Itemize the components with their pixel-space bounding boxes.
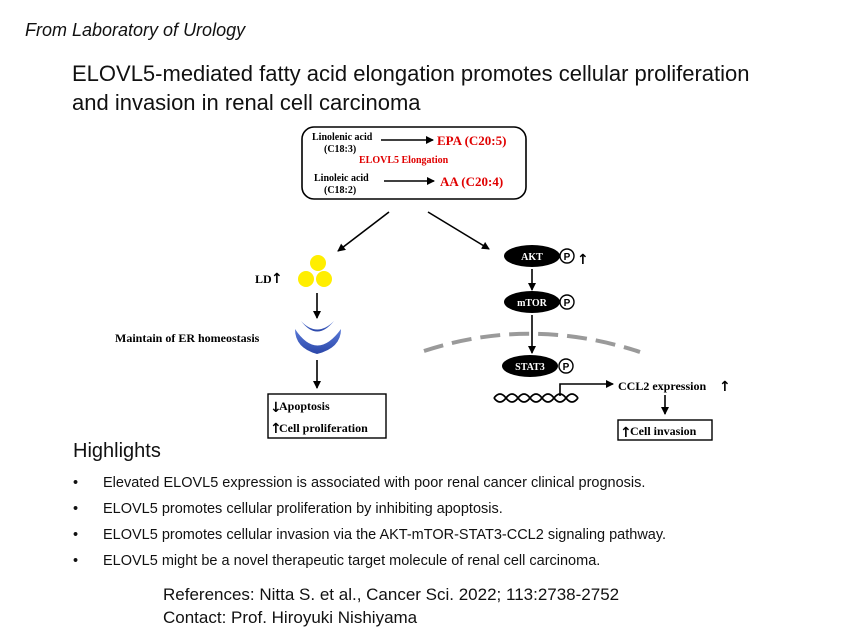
stat3-node — [502, 355, 558, 377]
invasion-box — [617, 419, 713, 441]
stat3-phospho-label: P — [563, 362, 570, 373]
cell-invasion-label: Cell invasion — [630, 424, 697, 438]
dna-strand-2 — [493, 393, 579, 403]
linoleic-acid-label: Linoleic acid — [314, 173, 369, 184]
aa-label: AA (C20:4) — [440, 174, 503, 189]
stat3-phospho — [558, 358, 574, 374]
highlights-list: •Elevated ELOVL5 expression is associate… — [70, 471, 666, 575]
elongation-box — [301, 126, 527, 200]
akt-up-arrow-icon: ↑ — [577, 252, 589, 268]
akt-phospho — [559, 248, 575, 264]
arrow-to-lipid-droplets — [337, 211, 390, 252]
lab-name: From Laboratory of Urology — [25, 20, 246, 40]
contact-line: Contact: Prof. Hiroyuki Nishiyama — [163, 608, 418, 627]
list-item: •ELOVL5 might be a novel therapeutic tar… — [70, 549, 666, 575]
mtor-node — [504, 291, 560, 313]
page-title: ELOVL5-mediated fatty acid elongation pr… — [72, 59, 750, 117]
linolenic-acid-formula: (C18:3) — [324, 144, 356, 155]
elovl5-elongation-label: ELOVL5 Elongation — [359, 155, 449, 166]
akt-node — [504, 245, 560, 267]
arrow-to-akt — [427, 211, 490, 250]
highlights-heading: Highlights — [73, 440, 161, 462]
apoptosis-label: Apoptosis — [279, 399, 330, 413]
lipid-droplet-2 — [298, 271, 314, 287]
mtor-phospho-label: P — [564, 298, 571, 309]
pathway-diagram: Linolenic acid (C18:3) EPA (C20:5) ELOVL… — [115, 126, 731, 441]
cell-proliferation-label: Cell proliferation — [279, 421, 368, 435]
arrow-to-ccl2 — [559, 380, 614, 396]
references: References: Nitta S. et al., Cancer Sci.… — [163, 583, 619, 629]
stat3-label: STAT3 — [515, 362, 545, 373]
ccl2-up-arrow-icon: ↑ — [719, 379, 731, 395]
invasion-up-arrow-icon: ↑ — [620, 425, 632, 441]
epa-label: EPA (C20:5) — [437, 133, 506, 148]
outcome-box — [267, 393, 387, 439]
list-item: •ELOVL5 promotes cellular invasion via t… — [70, 523, 666, 549]
up-arrow-icon: ↑ — [270, 421, 282, 437]
mtor-phospho — [559, 294, 575, 310]
title-line-2: and invasion in renal cell carcinoma — [72, 90, 421, 115]
ld-label: LD — [255, 272, 272, 286]
bullet-icon: • — [73, 553, 79, 569]
bullet-icon: • — [73, 501, 79, 517]
lipid-droplet-3 — [316, 271, 332, 287]
akt-phospho-label: P — [564, 252, 571, 263]
lipid-droplet-1 — [310, 255, 326, 271]
er-icon-lower — [295, 329, 341, 354]
er-icon-upper — [301, 321, 334, 332]
list-item: •Elevated ELOVL5 expression is associate… — [70, 471, 666, 497]
dna-strand-1 — [493, 393, 579, 403]
down-arrow-icon: ↓ — [270, 400, 282, 416]
ld-up-arrow-icon: ↑ — [271, 271, 283, 287]
linolenic-acid-label: Linolenic acid — [312, 132, 373, 143]
ccl2-label: CCL2 expression — [618, 379, 706, 393]
reference-citation: References: Nitta S. et al., Cancer Sci.… — [163, 585, 620, 604]
nuclear-membrane — [423, 331, 641, 354]
akt-label: AKT — [521, 252, 543, 263]
er-homeostasis-label: Maintain of ER homeostasis — [115, 331, 260, 345]
list-item: •ELOVL5 promotes cellular proliferation … — [70, 497, 666, 523]
title-line-1: ELOVL5-mediated fatty acid elongation pr… — [72, 61, 750, 86]
mtor-label: mTOR — [517, 298, 548, 309]
linoleic-acid-formula: (C18:2) — [324, 185, 356, 196]
bullet-icon: • — [73, 527, 79, 543]
bullet-icon: • — [73, 475, 79, 491]
